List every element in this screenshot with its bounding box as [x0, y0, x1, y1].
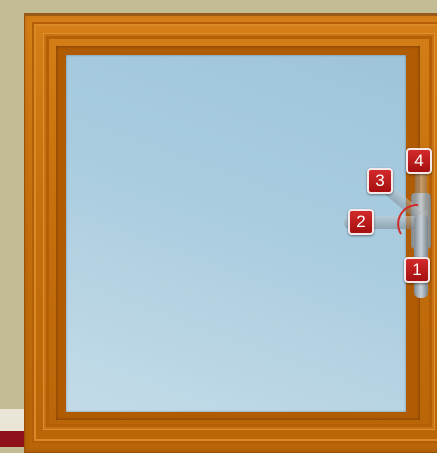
handle-lever-down	[414, 214, 428, 298]
position-badge-2: 2	[348, 209, 374, 235]
position-badge-1-label: 1	[412, 260, 421, 279]
position-badge-3: 3	[367, 168, 393, 194]
position-badge-3-label: 3	[375, 171, 384, 190]
position-badge-1: 1	[404, 257, 430, 283]
position-badge-2-label: 2	[356, 212, 365, 231]
position-badge-4-label: 4	[414, 151, 423, 170]
position-badge-4: 4	[406, 148, 432, 174]
